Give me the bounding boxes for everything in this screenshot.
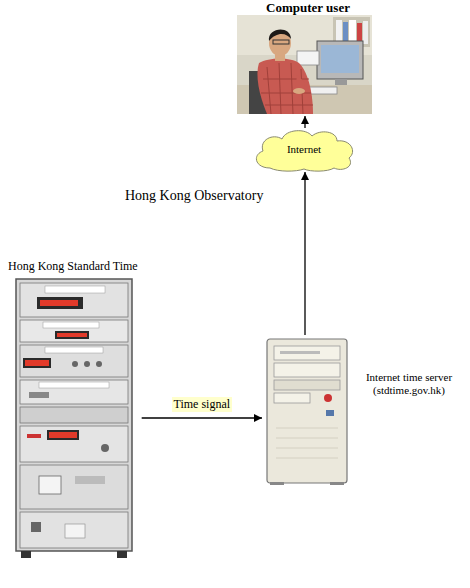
arrow-connector: [304, 116, 305, 128]
arrow-connector: [304, 172, 305, 335]
equipment-node: Hong Kong Standard Time: [6, 256, 142, 562]
server-node: Internet time server (stdtime.gov.hk): [262, 335, 467, 487]
time-standard-rack: [15, 278, 133, 560]
region-panel: Hong Kong ObservatoryHong Kong Standard …: [0, 186, 470, 588]
arrow-connector: [142, 417, 262, 418]
node-heading: Hong Kong Observatory: [125, 186, 263, 206]
edge-label: Time signal: [172, 397, 233, 412]
photo-node: Computer user: [230, 0, 386, 116]
node-heading: Internet: [287, 143, 321, 156]
node-heading: Internet time server (stdtime.gov.hk): [354, 371, 464, 397]
cloud-node: Internet: [250, 128, 358, 172]
edge-label-holder: Time signal: [172, 397, 233, 412]
node-heading: Hong Kong Standard Time: [8, 259, 138, 273]
computer-user-photo: [237, 15, 372, 114]
node-heading: Computer user: [230, 0, 386, 16]
server-tower: [266, 338, 348, 486]
